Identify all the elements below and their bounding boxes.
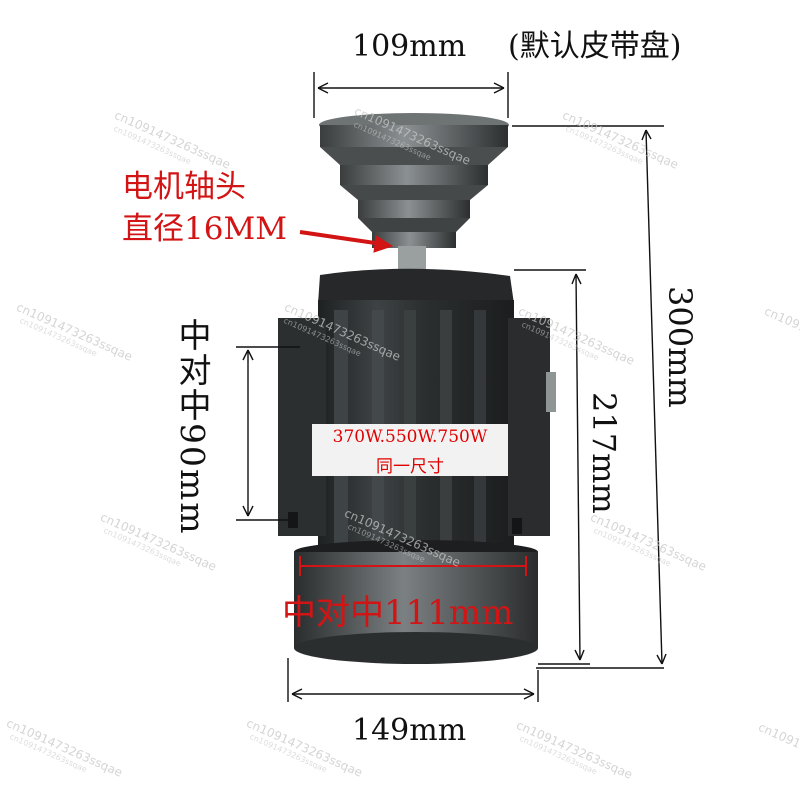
motor-base: [294, 540, 538, 664]
side-mount-label: 中对中90mm: [173, 318, 212, 536]
total-height-label: 300mm: [661, 286, 699, 408]
power-spec-box: 370W.550W.750W 同一尺寸: [312, 424, 508, 477]
pulley-width-label: 109mm: [352, 29, 467, 64]
shaft-label-line1: 电机轴头: [122, 169, 246, 205]
pulley-note-label: (默认皮带盘): [508, 29, 682, 64]
red-annotations: [299, 230, 527, 576]
power-rating: 370W.550W.750W: [332, 427, 488, 447]
bottom-mount-label: 中对中111mm: [282, 593, 514, 633]
power-note: 同一尺寸: [376, 457, 444, 477]
base-width-label: 149mm: [352, 713, 467, 748]
dimension-lines: [236, 72, 667, 702]
motor-housing: [278, 268, 556, 560]
motor-shaft: [398, 246, 426, 272]
body-height-label: 217mm: [585, 392, 623, 514]
shaft-label-line2: 直径16MM: [122, 211, 287, 247]
pulley: [319, 113, 509, 248]
